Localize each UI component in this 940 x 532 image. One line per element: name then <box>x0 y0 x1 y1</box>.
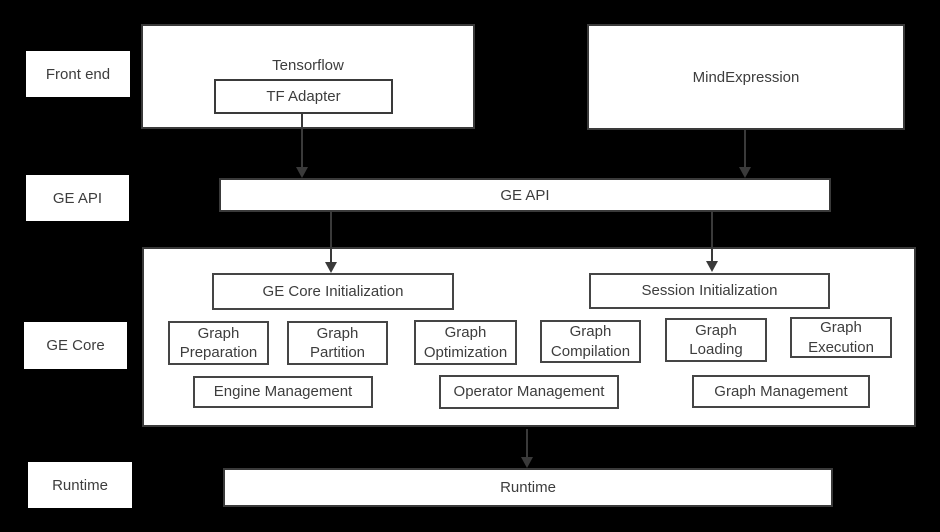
ge-core-box: GE Core Initialization Session Initializ… <box>142 247 916 427</box>
tf-adapter-box: TF Adapter <box>214 79 393 114</box>
ge-core-initialization-box: GE Core Initialization <box>212 273 454 310</box>
arrow-mindexpression-to-ge-api <box>739 130 752 178</box>
row-label-front-end: Front end <box>26 51 130 97</box>
graph-partition-box: Graph Partition <box>287 321 388 365</box>
arrow-head-icon <box>521 457 533 468</box>
arrow-ge-api-to-ge-core-initialization <box>325 212 338 273</box>
tensorflow-title: Tensorflow <box>272 57 344 74</box>
session-initialization-box: Session Initialization <box>589 273 830 309</box>
ge-api-bar: GE API <box>219 178 831 212</box>
graph-preparation-box: Graph Preparation <box>168 321 269 365</box>
arrow-shaft <box>330 212 332 264</box>
arrow-shaft <box>526 429 528 459</box>
graph-optimization-box: Graph Optimization <box>414 320 517 365</box>
engine-management-box: Engine Management <box>193 376 373 408</box>
arrow-ge-api-to-session-initialization <box>706 212 719 272</box>
arrow-head-icon <box>706 261 718 272</box>
runtime-bar: Runtime <box>223 468 833 507</box>
row-label-runtime: Runtime <box>28 462 132 508</box>
arrow-head-icon <box>739 167 751 178</box>
arrow-head-icon <box>296 167 308 178</box>
row-label-ge-api: GE API <box>26 175 129 221</box>
graph-loading-box: Graph Loading <box>665 318 767 362</box>
graph-management-box: Graph Management <box>692 375 870 408</box>
arrow-shaft <box>301 114 303 169</box>
arrow-shaft <box>744 130 746 169</box>
row-label-ge-core: GE Core <box>24 322 127 369</box>
arrow-tf-adapter-to-ge-api <box>296 114 309 178</box>
arrow-shaft <box>711 212 713 263</box>
arrow-ge-core-to-runtime <box>521 429 534 468</box>
graph-execution-box: Graph Execution <box>790 317 892 358</box>
arrow-head-icon <box>325 262 337 273</box>
mindexpression-box: MindExpression <box>587 24 905 130</box>
tensorflow-box: Tensorflow TF Adapter <box>141 24 475 129</box>
graph-compilation-box: Graph Compilation <box>540 320 641 363</box>
operator-management-box: Operator Management <box>439 375 619 409</box>
